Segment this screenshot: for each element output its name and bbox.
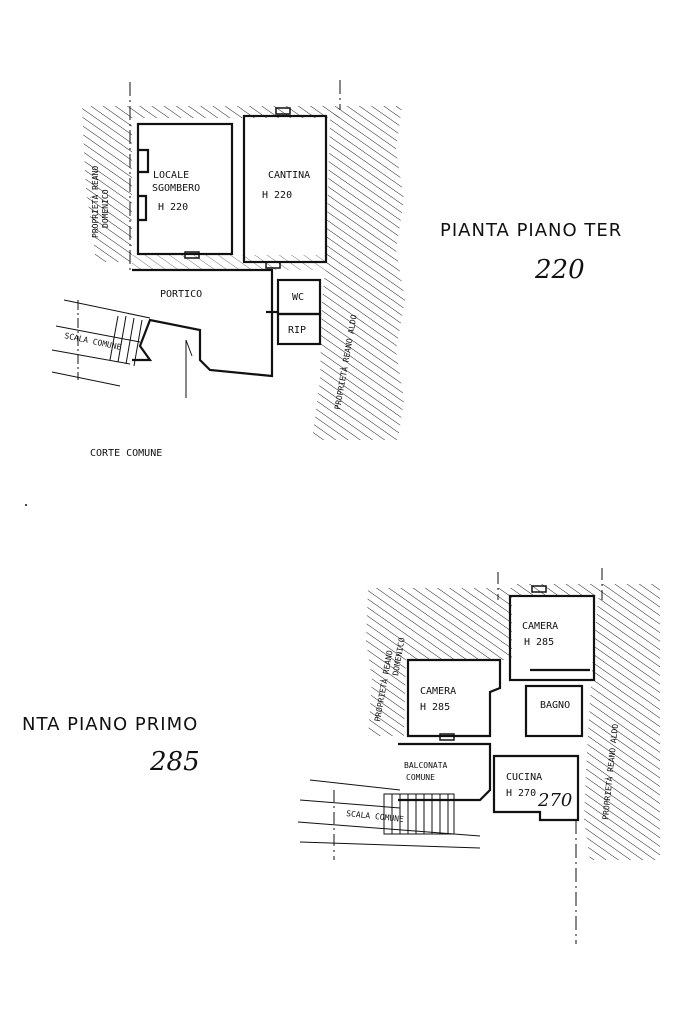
label-camera-top: CAMERA [522,621,558,632]
portico-area [132,268,274,378]
cucina-room [492,754,580,822]
ground-floor-height: 220 [534,255,585,285]
label-neighbor-left-line2: DOMENICO [101,189,110,228]
neighbor-left-hatch [82,106,132,262]
label-stair-ground: SCALA COMUNE [64,331,123,352]
label-balconata-line2: COMUNE [406,773,435,782]
label-bagno: BAGNO [540,700,570,711]
first-floor-plan [297,568,660,944]
label-cucina-note: 270 [537,790,572,811]
label-cucina-height: H 270 [506,788,536,799]
label-wc: WC [292,292,304,303]
ground-floor-title: PIANTA PIANO TER [440,220,622,241]
label-cantina: CANTINA [268,170,310,181]
label-court: CORTE COMUNE [90,448,162,459]
label-camera-left-height: H 285 [420,702,450,713]
label-locale-line2: SGOMBERO [152,183,200,194]
label-camera-top-height: H 285 [524,637,554,648]
stair-common-first [297,779,481,849]
neighbor-right-hatch [312,106,405,440]
neighbor-left-hatch-first [366,588,512,736]
label-cucina: CUCINA [506,772,542,783]
first-floor-height: 285 [149,747,200,777]
label-camera-left: CAMERA [420,686,456,697]
label-locale-height: H 220 [158,202,188,213]
label-cantina-height: H 220 [262,190,292,201]
rip-room [276,312,322,346]
neighbor-right-hatch-first [584,584,660,860]
first-floor-title: NTA PIANO PRIMO [22,714,198,735]
cantina-room [242,114,328,264]
balconata-area [398,742,492,802]
camera-left-room [406,658,502,738]
label-locale-line1: LOCALE [153,170,189,181]
label-stair-first: SCALA COMUNE [346,809,405,824]
stair-common-ground [51,299,151,387]
bagno-room [524,684,584,738]
camera-top-room [508,594,596,682]
label-balconata-line1: BALCONATA [404,761,448,770]
label-portico: PORTICO [160,289,202,300]
label-neighbor-left-line1: PROPRIETÀ REANO [89,166,100,238]
label-rip: RIP [288,325,306,336]
ground-floor-plan [51,80,405,440]
